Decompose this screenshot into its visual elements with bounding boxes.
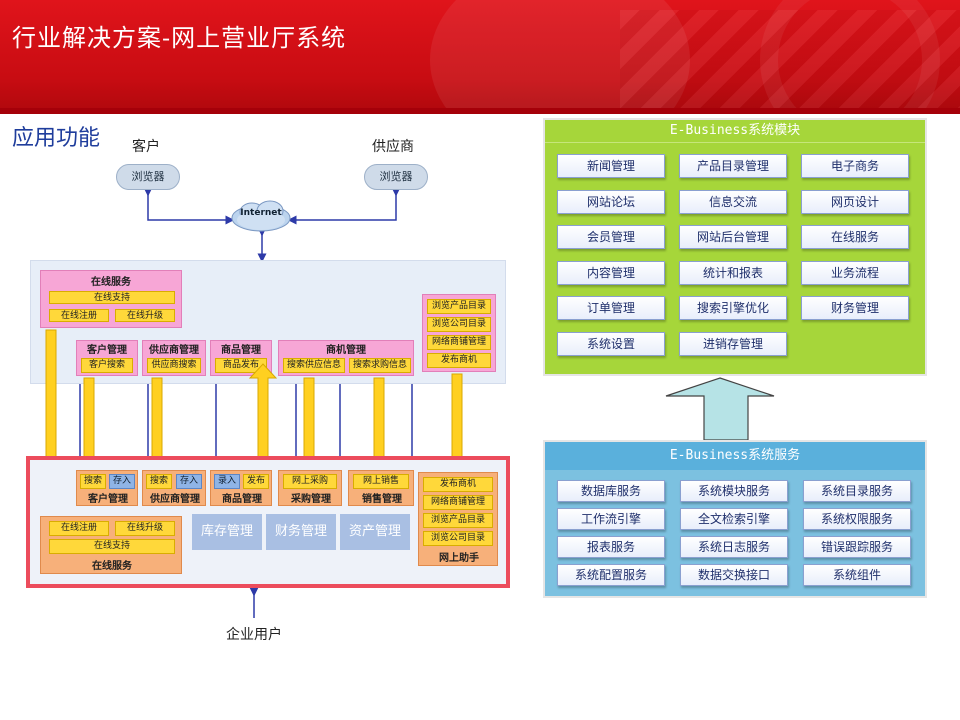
module-button[interactable]: 财务管理	[801, 296, 909, 320]
module-button[interactable]: 网页设计	[801, 189, 909, 214]
module-button[interactable]: 订单管理	[557, 296, 665, 320]
modules-grid: 新闻管理产品目录管理电子商务网站论坛信息交流网页设计会员管理网站后台管理在线服务…	[557, 154, 917, 364]
customer-browser: 浏览器	[116, 164, 180, 190]
top-right-list: 浏览产品目录 浏览公司目录 网络商铺管理 发布商机	[422, 294, 496, 372]
module-button[interactable]: 电子商务	[801, 154, 909, 178]
module-button[interactable]: 内容管理	[557, 260, 665, 285]
header-underline	[0, 108, 960, 114]
internet-label: Internet	[240, 208, 282, 218]
flow-arrows	[36, 329, 472, 507]
bottom-customer-mgmt: 搜索 存入 客户管理	[76, 470, 138, 506]
header-banner: 行业解决方案-网上营业厅系统	[0, 0, 960, 112]
bottom-supplier-mgmt: 搜索 存入 供应商管理	[142, 470, 206, 506]
diagram-connectors	[75, 187, 417, 618]
service-button[interactable]: 错误跟踪服务	[803, 536, 911, 558]
service-button[interactable]: 系统日志服务	[680, 536, 788, 558]
bottom-purchase-mgmt: 网上采购 采购管理	[278, 470, 342, 506]
enterprise-user-label: 企业用户	[226, 627, 282, 643]
inventory-block: 库存管理	[192, 514, 262, 550]
top-supplier-mgmt: 供应商管理 供应商搜索	[142, 340, 206, 376]
bottom-online-service: 在线注册 在线升级 在线支持 在线服务	[40, 516, 182, 574]
supplier-browser: 浏览器	[364, 164, 428, 190]
service-button[interactable]: 系统配置服务	[557, 564, 665, 586]
section-title: 应用功能	[12, 126, 101, 151]
services-panel-title: E-Business系统服务	[545, 442, 925, 470]
top-online-service: 在线服务 在线支持 在线注册 在线升级	[40, 270, 182, 328]
assets-block: 资产管理	[340, 514, 410, 550]
up-arrow-icon	[665, 377, 775, 441]
module-button[interactable]: 新闻管理	[557, 154, 665, 178]
services-panel: E-Business系统服务 数据库服务系统模块服务系统目录服务工作流引擎全文检…	[543, 440, 927, 598]
service-button[interactable]: 工作流引擎	[557, 508, 665, 530]
finance-block: 财务管理	[266, 514, 336, 550]
module-button[interactable]: 网站论坛	[557, 189, 665, 214]
module-button[interactable]: 在线服务	[801, 225, 909, 249]
module-button[interactable]: 搜索引擎优化	[679, 296, 787, 320]
services-grid: 数据库服务系统模块服务系统目录服务工作流引擎全文检索引擎系统权限服务报表服务系统…	[557, 480, 921, 592]
module-button[interactable]: 统计和报表	[679, 260, 787, 285]
module-button[interactable]: 网站后台管理	[679, 225, 787, 249]
module-button[interactable]: 信息交流	[679, 189, 787, 214]
module-button[interactable]: 进销存管理	[679, 331, 787, 356]
top-opportunity-mgmt: 商机管理 搜索供应信息 搜索求购信息	[278, 340, 414, 376]
service-button[interactable]: 系统目录服务	[803, 480, 911, 502]
service-button[interactable]: 系统模块服务	[680, 480, 788, 502]
top-customer-mgmt: 客户管理 客户搜索	[76, 340, 138, 376]
modules-panel: E-Business系统模块 新闻管理产品目录管理电子商务网站论坛信息交流网页设…	[543, 118, 927, 376]
module-button[interactable]: 会员管理	[557, 225, 665, 249]
bottom-product-mgmt: 录入 发布 商品管理	[210, 470, 272, 506]
service-button[interactable]: 数据库服务	[557, 480, 665, 502]
module-button[interactable]: 产品目录管理	[679, 154, 787, 178]
bottom-online-helper: 发布商机 网络商铺管理 浏览产品目录 浏览公司目录 网上助手	[418, 472, 498, 566]
service-button[interactable]: 系统组件	[803, 564, 911, 586]
supplier-label: 供应商	[372, 139, 414, 155]
module-button[interactable]: 系统设置	[557, 331, 665, 356]
modules-panel-title: E-Business系统模块	[545, 120, 925, 143]
internet-cloud-icon: Internet	[230, 198, 292, 234]
service-button[interactable]: 系统权限服务	[803, 508, 911, 530]
bottom-sales-mgmt: 网上销售 销售管理	[348, 470, 414, 506]
service-button[interactable]: 报表服务	[557, 536, 665, 558]
service-button[interactable]: 全文检索引擎	[680, 508, 788, 530]
customer-label: 客户	[132, 139, 160, 155]
module-button[interactable]: 业务流程	[801, 260, 909, 285]
page-title: 行业解决方案-网上营业厅系统	[12, 24, 347, 52]
architecture-diagram: 客户 供应商 浏览器 浏览器 Internet 在线服务 在线支持 在线注册 在…	[0, 120, 520, 680]
service-button[interactable]: 数据交换接口	[680, 564, 788, 586]
